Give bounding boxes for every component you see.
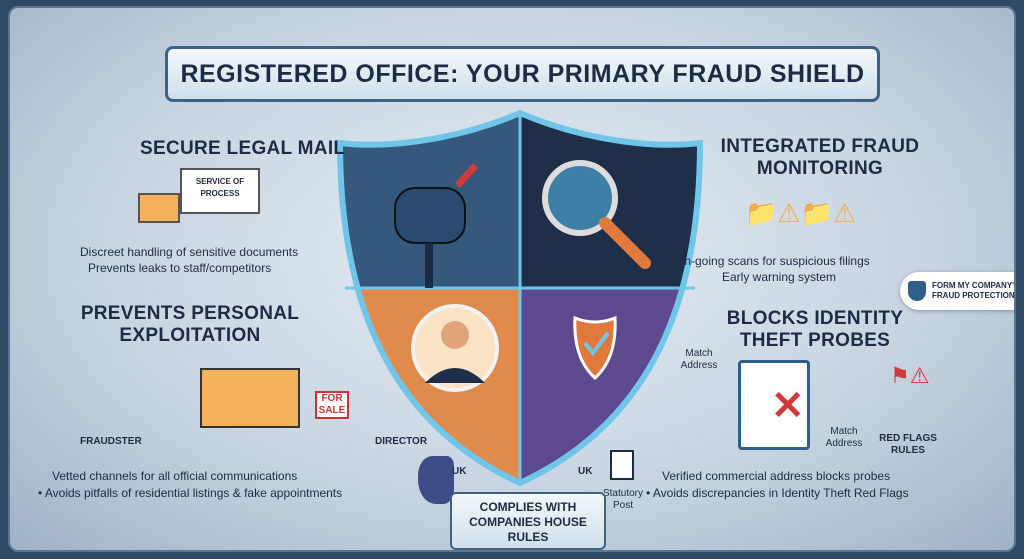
red-flags-label: RED FLAGS RULES [879,433,937,456]
magnifier-icon [542,160,651,269]
shield-graphic [336,109,704,487]
logo-shield-icon [908,281,926,301]
monitoring-line-2: Early warning system [722,270,837,284]
envelope-icon: SERVICE OF PROCESS [180,168,260,214]
match-address-label-2: Match Address [825,426,863,449]
mailbox-icon [394,163,478,288]
mail-line-2: Prevents leaks to staff/competitors [88,261,272,275]
infographic: REGISTERED OFFICE: YOUR PRIMARY FRAUD SH… [8,6,1016,552]
fraudster-label: FRAUDSTER [80,436,142,447]
exploitation-line-2: • Avoids pitfalls of residential listing… [38,486,343,500]
complies-banner: COMPLIES WITH COMPANIES HOUSE RULES [450,492,606,550]
director-avatar-icon [411,304,499,392]
monitoring-line-1: On-going scans for suspicious filings [675,254,870,268]
match-address-label-1: Match Address [680,348,718,371]
clipboard-icon: ✕ [738,360,810,450]
folder-alert-icons: 📁⚠📁⚠ [745,198,857,228]
mail-line-1: Discreet handling of sensitive documents [80,245,299,259]
identity-line-2: • Avoids discrepancies in Identity Theft… [646,486,909,500]
red-flag-icons: ⚑⚠ [890,363,930,388]
title-banner: REGISTERED OFFICE: YOUR PRIMARY FRAUD SH… [165,46,880,102]
check-shield-icon [573,315,617,381]
director-label: DIRECTOR [375,436,428,447]
house-icon [200,368,300,428]
uk-map-icon [418,456,454,504]
for-sale-sign: FOR SALE [315,391,349,419]
uk-label-1: UK [452,466,467,477]
exploitation-line-1: Vetted channels for all official communi… [52,469,298,483]
identity-line-1: Verified commercial address blocks probe… [662,469,891,483]
uk-label-2: UK [578,466,593,477]
statutory-post-label: Statutory Post [602,488,644,511]
mail-heading: SECURE LEGAL MAIL [140,138,346,159]
envelope-stack-icon [138,193,180,223]
document-icon [610,450,634,480]
